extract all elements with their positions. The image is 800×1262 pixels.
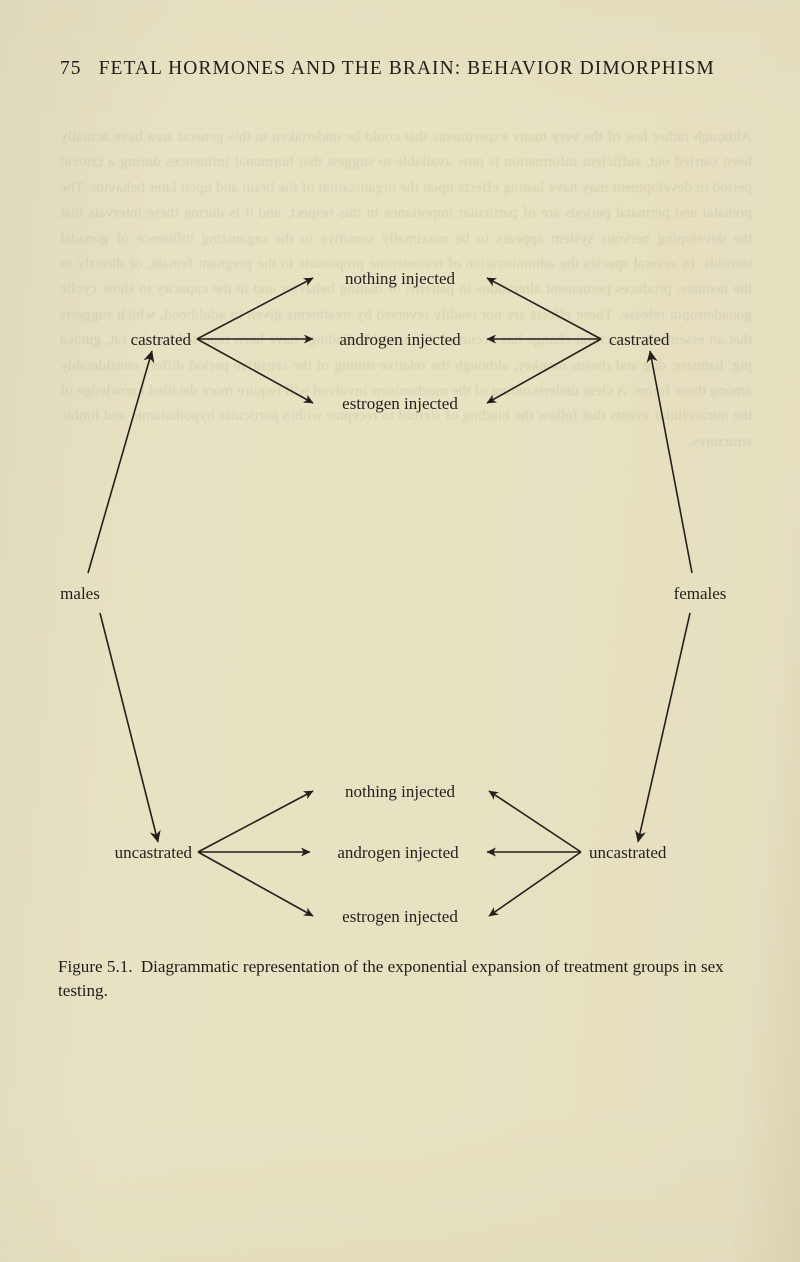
arrow-bottom-left-to-estrogen	[197, 851, 314, 917]
diagram-connectors	[87, 277, 693, 917]
arrow-bottom-right-to-estrogen	[488, 851, 582, 917]
label-bottom-right-uncastrated: uncastrated	[589, 843, 667, 862]
label-top-estrogen-injected: estrogen injected	[342, 394, 458, 413]
running-head: 75 FETAL HORMONES AND THE BRAIN: BEHAVIOR…	[60, 58, 750, 80]
label-top-left-castrated: castrated	[131, 330, 192, 349]
arrow-females-to-uncastrated	[635, 612, 691, 843]
running-head-title: FETAL HORMONES AND THE BRAIN: BEHAVIOR D…	[98, 58, 715, 79]
page-folio: 75	[60, 58, 82, 79]
figure-caption-number: Figure 5.1.	[58, 957, 133, 976]
arrow-bottom-left-to-nothing	[197, 790, 314, 853]
label-top-nothing-injected: nothing injected	[345, 269, 456, 288]
figure-diagram: castrated castrated nothing injected and…	[0, 236, 800, 936]
label-females: females	[674, 584, 727, 603]
label-bottom-nothing-injected: nothing injected	[345, 782, 456, 801]
arrow-top-left-to-estrogen	[196, 338, 314, 404]
label-males: males	[60, 584, 100, 603]
arrow-bottom-right-to-nothing	[488, 790, 582, 853]
arrow-males-to-castrated	[87, 350, 155, 574]
arrow-males-to-uncastrated	[99, 612, 161, 843]
arrow-top-right-to-nothing	[486, 277, 602, 340]
diagram-labels: castrated castrated nothing injected and…	[60, 269, 726, 926]
figure-caption: Figure 5.1. Diagrammatic representation …	[58, 955, 758, 1002]
arrow-top-right-to-estrogen	[486, 338, 602, 404]
label-bottom-androgen-injected: androgen injected	[337, 843, 459, 862]
diagram-svg: castrated castrated nothing injected and…	[60, 269, 726, 926]
label-top-right-castrated: castrated	[609, 330, 670, 349]
label-top-androgen-injected: androgen injected	[339, 330, 461, 349]
figure-caption-text: Diagrammatic representation of the expon…	[58, 957, 724, 1000]
arrow-females-to-castrated	[646, 350, 693, 574]
arrow-top-left-to-nothing	[196, 277, 314, 340]
label-bottom-estrogen-injected: estrogen injected	[342, 907, 458, 926]
label-bottom-left-uncastrated: uncastrated	[115, 843, 193, 862]
